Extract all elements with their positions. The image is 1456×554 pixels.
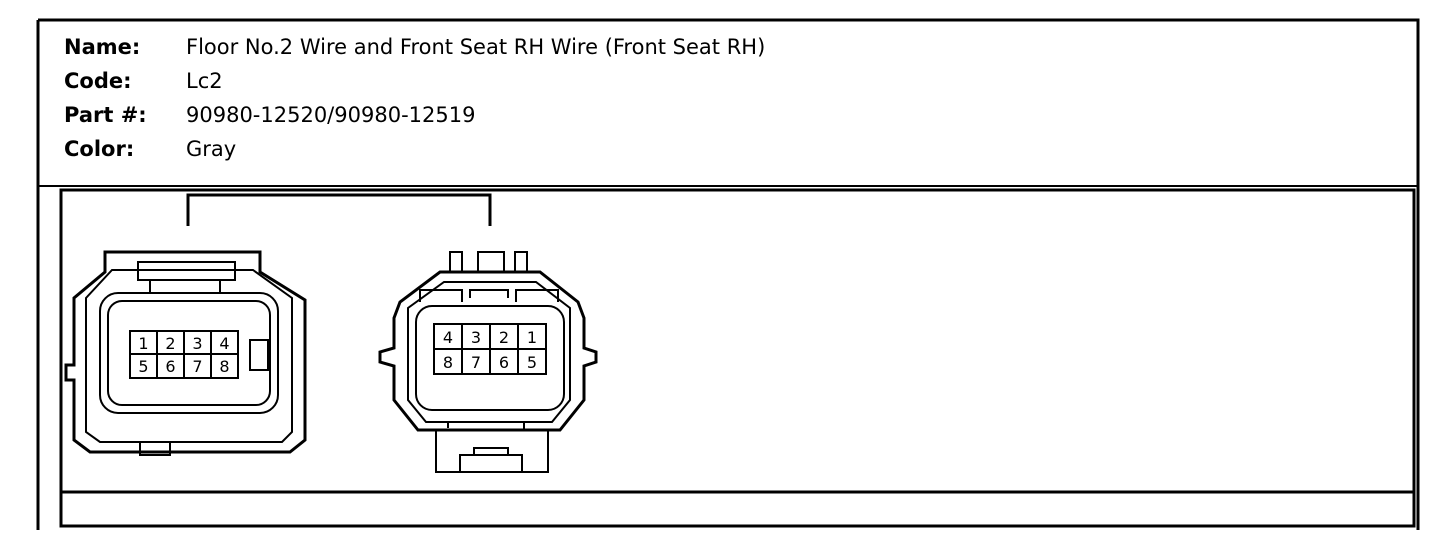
left-connector-cavity [99, 292, 279, 414]
left-pin-label: 8 [219, 357, 229, 376]
left-connector-cavity-inner [107, 300, 271, 406]
part-label: Part #: [64, 103, 147, 127]
left-pin-label: 4 [219, 334, 229, 353]
outer-border [38, 18, 1420, 530]
left-connector-latch-stems [149, 280, 221, 294]
mating-bracket [186, 193, 492, 226]
right-pin-label: 8 [443, 353, 453, 372]
name-label: Name: [64, 35, 141, 59]
color-value: Gray [186, 137, 237, 161]
left-pin-label: 7 [192, 357, 202, 376]
right-connector-base-marks [447, 422, 525, 430]
left-pin-label: 6 [165, 357, 175, 376]
right-connector-top-rails [419, 289, 559, 302]
left-pin-label: 3 [192, 334, 202, 353]
diagram-box [59, 188, 1416, 528]
code-value: Lc2 [186, 69, 223, 93]
right-connector-base-latch [459, 447, 523, 472]
left-connector-latch [137, 261, 236, 281]
info-row-name: Name: Floor No.2 Wire and Front Seat RH … [64, 30, 765, 64]
connector-info: Name: Floor No.2 Wire and Front Seat RH … [64, 30, 765, 166]
left-connector-inner-shell [85, 269, 293, 443]
right-pin-labels: 4 3 2 1 8 7 6 5 [443, 328, 537, 372]
right-connector [378, 251, 598, 473]
part-value: 90980-12520/90980-12519 [186, 103, 476, 127]
right-connector-tabs [449, 251, 528, 272]
left-connector [64, 250, 307, 456]
right-pin-label: 7 [471, 353, 481, 372]
right-pin-label: 3 [471, 328, 481, 347]
right-pin-label: 1 [527, 328, 537, 347]
left-pin-grid [129, 330, 239, 379]
right-pin-label: 5 [527, 353, 537, 372]
left-pin-labels: 1 2 3 4 5 6 7 8 [138, 334, 229, 376]
right-pin-label: 2 [499, 328, 509, 347]
left-pin-label: 5 [138, 357, 148, 376]
right-pin-grid [433, 323, 547, 375]
left-pin-label: 2 [165, 334, 175, 353]
right-connector-shell [378, 270, 598, 432]
code-label: Code: [64, 69, 132, 93]
left-pin-label: 1 [138, 334, 148, 353]
right-connector-cavity [415, 305, 565, 411]
info-row-part: Part #: 90980-12520/90980-12519 [64, 98, 765, 132]
right-connector-base [435, 430, 549, 473]
right-pin-label: 6 [499, 353, 509, 372]
info-row-color: Color: Gray [64, 132, 765, 166]
color-label: Color: [64, 137, 135, 161]
left-connector-shell [64, 250, 307, 454]
right-pin-label: 4 [443, 328, 453, 347]
left-connector-lock [249, 339, 269, 371]
left-connector-bottom-tab [139, 442, 171, 456]
name-value: Floor No.2 Wire and Front Seat RH Wire (… [186, 35, 766, 59]
info-row-code: Code: Lc2 [64, 64, 765, 98]
